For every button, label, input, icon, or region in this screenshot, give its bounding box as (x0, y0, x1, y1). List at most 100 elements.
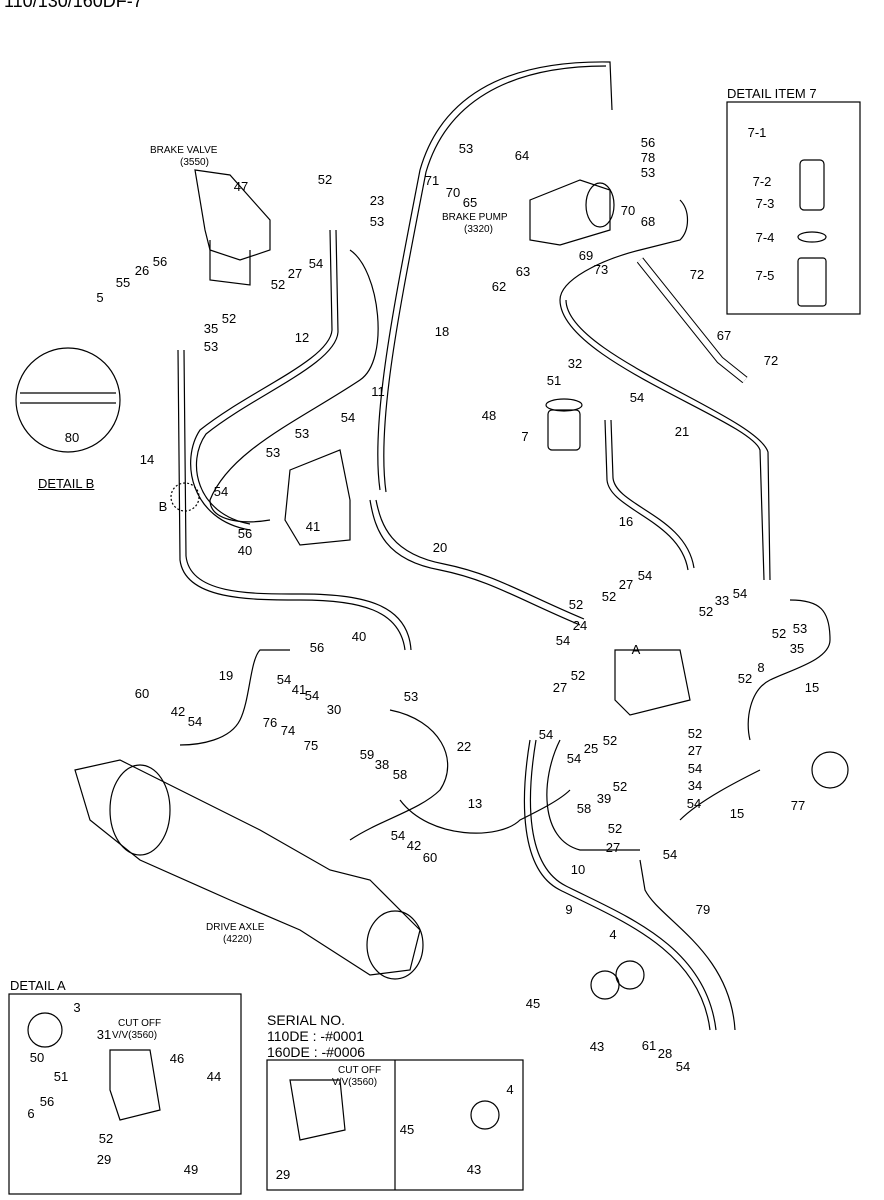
part-callout: 49 (183, 1162, 199, 1177)
part-callout: 56 (152, 254, 168, 269)
part-callout: 80 (64, 430, 80, 445)
part-callout: 4 (609, 927, 617, 942)
part-callout: 58 (576, 801, 592, 816)
part-callout: 56 (640, 135, 656, 150)
part-callout: 27 (605, 840, 621, 855)
part-callout: 70 (620, 203, 636, 218)
part-callout: 13 (467, 796, 483, 811)
part-callout: 70 (445, 185, 461, 200)
part-callout: 63 (515, 264, 531, 279)
brake-pump-body (529, 179, 611, 246)
model-header: 110/130/160DF-7 (4, 0, 143, 11)
drive-axle-caption: DRIVE AXLE (206, 922, 265, 933)
hose-20 (369, 499, 581, 626)
part-callout: 25 (583, 741, 599, 756)
part-callout: 39 (596, 791, 612, 806)
part-callout: 4 (506, 1082, 514, 1097)
part-callout: 52 (771, 626, 787, 641)
hose-15a (747, 599, 831, 741)
part-callout: 78 (640, 150, 656, 165)
brake-pump-caption: BRAKE PUMP (442, 212, 508, 223)
part-callout: 72 (689, 267, 705, 282)
detail-b-circle (15, 347, 121, 453)
part-callout: 71 (424, 173, 440, 188)
part-callout: 79 (695, 902, 711, 917)
detail-a-title: DETAIL A (10, 978, 66, 993)
part-callout: 52 (221, 311, 237, 326)
part-callout: 72 (763, 353, 779, 368)
accumulator-1 (590, 970, 620, 1000)
part-callout: 31 (96, 1027, 112, 1042)
detail-item-7-title: DETAIL ITEM 7 (727, 86, 817, 101)
part-callout: 9 (565, 902, 573, 917)
part-callout: 35 (789, 641, 805, 656)
cut-off-caption: CUT OFF (118, 1018, 162, 1029)
detail7-label-4: 7-4 (755, 230, 775, 245)
part-callout: 52 (602, 733, 618, 748)
part-callout: 54 (686, 796, 702, 811)
part-callout: 45 (399, 1122, 415, 1137)
hose-9 (523, 739, 711, 1031)
part-callout: 19 (218, 668, 234, 683)
part-callout: 52 (568, 597, 584, 612)
port-letter-b: B (158, 499, 168, 514)
part-callout: 40 (237, 543, 253, 558)
hose-11 (209, 249, 379, 523)
part-callout: 6 (27, 1106, 35, 1121)
part-callout: 52 (601, 589, 617, 604)
detail7-label-5: 7-5 (755, 268, 775, 283)
part-callout: 33 (714, 593, 730, 608)
part-callout: 60 (422, 850, 438, 865)
part-callout: 65 (462, 195, 478, 210)
part-callout: 18 (434, 324, 450, 339)
manifold-plate (284, 449, 351, 546)
cut-off-caption-2: CUT OFF (338, 1065, 382, 1076)
part-callout: 54 (276, 672, 292, 687)
detail7-label-2: 7-2 (752, 174, 772, 189)
hose-21 (559, 299, 765, 581)
part-callout: 48 (481, 408, 497, 423)
part-callout: 15 (729, 806, 745, 821)
part-callout: 52 (698, 604, 714, 619)
part-callout: 23 (369, 193, 385, 208)
part-callout: 50 (29, 1050, 45, 1065)
part-callout: 54 (304, 688, 320, 703)
part-callout: 52 (317, 172, 333, 187)
part-callout: 54 (662, 847, 678, 862)
part-callout: 15 (804, 680, 820, 695)
part-callout: 52 (570, 668, 586, 683)
part-callout: 7 (521, 429, 529, 444)
part-callout: 40 (351, 629, 367, 644)
part-callout: 42 (406, 838, 422, 853)
part-callout: 55 (115, 275, 131, 290)
part-callout: 68 (640, 214, 656, 229)
hose-18 (377, 61, 613, 491)
part-callout: 30 (326, 702, 342, 717)
part-callout: 69 (578, 248, 594, 263)
part-callout: 28 (657, 1046, 673, 1061)
part-callout: 52 (687, 726, 703, 741)
part-callout: 54 (675, 1059, 691, 1074)
part-callout: 53 (203, 339, 219, 354)
filter-7 (547, 409, 581, 451)
part-callout: 52 (98, 1131, 114, 1146)
part-callout: 43 (466, 1162, 482, 1177)
part-callout: 29 (96, 1152, 112, 1167)
part-callout: 24 (572, 618, 588, 633)
part-callout: 54 (732, 586, 748, 601)
part-callout: 54 (687, 761, 703, 776)
drive-axle-number: (4220) (223, 934, 252, 945)
part-callout: 35 (203, 321, 219, 336)
part-callout: 53 (265, 445, 281, 460)
hose-12 (190, 229, 333, 531)
part-callout: 16 (618, 514, 634, 529)
part-callout: 58 (392, 767, 408, 782)
part-callout: 45 (525, 996, 541, 1011)
accumulator-2 (615, 960, 645, 990)
part-callout: 43 (589, 1039, 605, 1054)
part-callout: 52 (607, 821, 623, 836)
detail7-label-1: 7-1 (747, 125, 767, 140)
part-callout: 54 (308, 256, 324, 271)
part-callout: 67 (716, 328, 732, 343)
